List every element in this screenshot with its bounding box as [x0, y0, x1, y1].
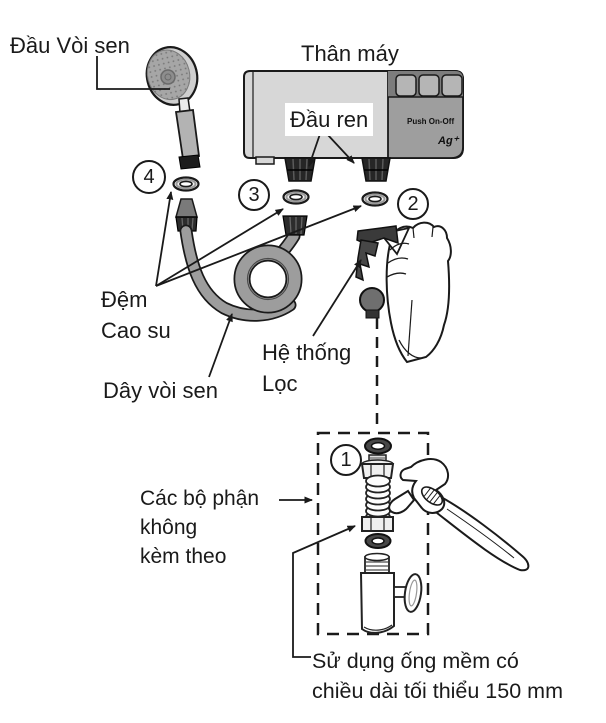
callout-3-number: 3: [248, 184, 260, 206]
hose-illustration: [175, 198, 308, 322]
gasket-2: [361, 191, 389, 207]
callout-4-number: 4: [143, 166, 155, 188]
wrench-illustration: [388, 458, 530, 572]
gasket-3: [282, 189, 310, 205]
leader-lines: [96, 56, 362, 658]
label-not-included: Các bộ phận không kèm theo: [140, 484, 259, 571]
label-hose-note-line1: Sử dụng ống mềm có: [312, 649, 519, 673]
label-shower-head-text: Đầu Vòi sen: [10, 33, 130, 58]
flex-hose-assembly: [360, 437, 395, 549]
threaded-inlet-right: [361, 157, 391, 182]
callout-2: 2: [397, 188, 429, 220]
label-filter-line1: Hệ thống: [262, 340, 352, 365]
shower-head-illustration: [145, 46, 201, 170]
callout-1-number: 1: [340, 449, 352, 471]
label-shower-head: Đầu Vòi sen: [10, 30, 130, 61]
callout-3: 3: [238, 179, 270, 211]
panel-power-label: Push On-Off: [407, 117, 454, 126]
label-rubber-gasket: Đệm Cao su: [101, 284, 171, 346]
label-main-body-text: Thân máy: [301, 41, 399, 66]
callout-4: 4: [132, 160, 166, 194]
label-shower-hose-text: Dây vòi sen: [103, 378, 218, 403]
filter-device: [355, 225, 399, 319]
panel-buttons: [395, 74, 463, 97]
label-not-included-line1: Các bộ phận: [140, 487, 260, 510]
threaded-inlet-left: [284, 157, 316, 182]
label-main-body: Thân máy: [301, 38, 399, 69]
label-threaded-inlet-text: Đầu ren: [290, 107, 369, 132]
power-label-text: Push On-Off: [407, 117, 455, 126]
label-gasket-line2: Cao su: [101, 318, 171, 343]
shutoff-valve: [359, 552, 423, 634]
bottom-tab: [255, 156, 275, 165]
gasket-4: [172, 176, 200, 192]
label-shower-hose: Dây vòi sen: [103, 375, 218, 406]
label-gasket-line1: Đệm: [101, 287, 148, 312]
label-filter-line2: Lọc: [262, 371, 298, 396]
label-hose-note: Sử dụng ống mềm có chiều dài tối thiểu 1…: [312, 646, 563, 706]
label-hose-note-line2: chiều dài tối thiểu 150 mm: [312, 679, 563, 703]
dashed-boundary-box: [316, 431, 430, 636]
callout-1: 1: [330, 444, 362, 476]
label-not-included-line3: kèm theo: [140, 545, 227, 568]
ag-logo-text: Ag⁺: [438, 135, 459, 147]
ag-logo: Ag⁺: [438, 134, 458, 147]
callout-2-number: 2: [407, 193, 419, 215]
label-not-included-line2: không: [140, 516, 198, 539]
label-filter-system: Hệ thống Lọc: [262, 337, 351, 399]
hand-filter-illustration: [355, 221, 452, 364]
label-threaded-inlet: Đầu ren: [285, 103, 374, 136]
